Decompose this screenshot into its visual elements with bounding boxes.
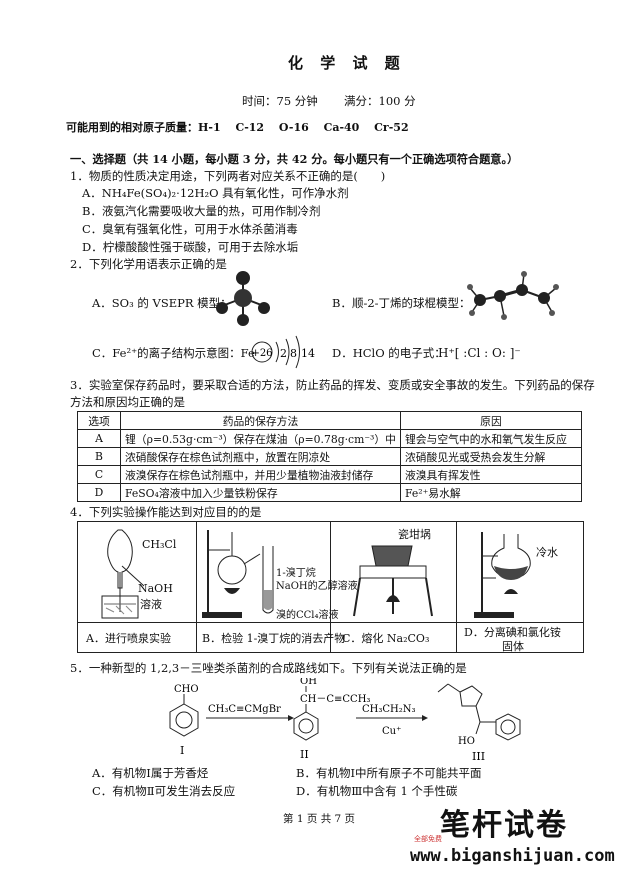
label-cho: CHO [174, 684, 199, 695]
q1-option-c: C．臭氧有强氧化性，可用于水体杀菌消毒 [82, 222, 298, 236]
crucible-tripod-icon [353, 545, 433, 617]
table-header-row: 选项 药品的保存方法 原因 [77, 411, 583, 430]
q4-panel-a [78, 522, 197, 652]
table-cell: D [77, 483, 121, 502]
q2-option-b: B．顺-2-丁烯的球棍模型： [332, 296, 471, 310]
table-row: B 浓硝酸保存在棕色试剂瓶中，放置在阴凉处 浓硝酸见光或受热会发生分解 [77, 447, 583, 466]
table-cell: 浓硝酸见光或受热会发生分解 [399, 447, 583, 466]
fountain-apparatus-icon [101, 529, 145, 619]
label-naoh: NaOH [138, 582, 173, 595]
distillation-apparatus-icon [202, 530, 261, 618]
label-compound-iii: III [472, 750, 485, 763]
label-compound-ii: II [300, 748, 309, 761]
fe-ion-diagram: +26 2 8 14 [251, 335, 315, 369]
q4-figure-grid: CH₃Cl NaOH 溶液 1-溴丁烷 NaOH的乙醇溶液 溴的CCl₄溶液 瓷… [77, 521, 584, 653]
label-compound-i: I [180, 744, 184, 757]
label-solution: 溶液 [140, 598, 162, 611]
q1-option-b: B．液氨汽化需要吸收大量的热，可用作制冷剂 [82, 204, 321, 218]
fe-nucleus-charge: +26 [251, 348, 272, 359]
table-row: C 液溴保存在棕色试剂瓶中，并用少量植物油液封储存 液溴具有挥发性 [77, 465, 583, 484]
q4-caption-d-cont: 固体 [502, 640, 524, 653]
q1-option-a: A．NH₄Fe(SO₄)₂·12H₂O 具有氧化性，可作净水剂 [82, 186, 349, 200]
q5-option-d: D．有机物Ⅲ中含有 1 个手性碳 [296, 784, 458, 798]
q2-stem: 2．下列化学用语表示正确的是 [70, 257, 227, 271]
table-cell: FeSO₄溶液中加入少量铁粉保存 [120, 483, 401, 502]
q2-option-a: A．SO₃ 的 VSEPR 模型： [92, 296, 232, 310]
reagent-ethyl-azide: CH₃CH₂N₃ [362, 704, 416, 715]
test-tube-icon [262, 546, 274, 614]
fe-shell-1: 2 [280, 347, 287, 360]
fe-shell-3: 14 [301, 347, 315, 360]
q4-caption-d: D．分离碘和氯化铵 [464, 626, 561, 639]
table-cell: C [77, 465, 121, 484]
q4-panel-b [196, 522, 331, 652]
q4-caption-a: A．进行喷泉实验 [86, 632, 171, 645]
table-cell: 液溴具有挥发性 [399, 465, 583, 484]
so3-vsepr-model-icon [216, 271, 270, 326]
q2-option-d: D．HClO 的电子式： [332, 346, 446, 360]
table-cell: 液溴保存在棕色试剂瓶中，并用少量植物油液封储存 [120, 465, 401, 484]
q1-option-d: D．柠檬酸酸性强于碳酸，可用于去除水垢 [82, 240, 299, 254]
q5-option-b: B．有机物Ⅰ中所有原子不可能共平面 [296, 766, 482, 780]
q4-caption-b: B．检验 1-溴丁烷的消去产物 [202, 632, 346, 645]
label-crucible: 瓷坩埚 [398, 528, 431, 541]
atomic-masses: 可能用到的相对原子质量：H-1 C-12 O-16 Ca-40 Cr-52 [66, 121, 409, 134]
q4-panel-c [330, 522, 457, 652]
label-cold-water: 冷水 [536, 546, 558, 559]
reagent-cu: Cu⁺ [382, 726, 401, 737]
table-row: A 锂（ρ=0.53g·cm⁻³）保存在煤油（ρ=0.78g·cm⁻³）中 锂会… [77, 429, 583, 448]
watermark-brand: 笔杆试卷 [440, 808, 568, 843]
label-bromobutane: 1-溴丁烷 [276, 568, 316, 579]
q1-stem: 1．物质的性质决定用途，下列两者对应关系不正确的是( ) [70, 169, 386, 183]
watermark-url: www.biganshijuan.com [410, 846, 615, 866]
synthesis-scheme: CHO I CH₃C≡CMgBr OH CH－C≡CCH₃ II CH₃CH₂N… [169, 678, 521, 763]
q5-option-a: A．有机物Ⅰ属于芳香烃 [92, 766, 209, 780]
label-ch3cl: CH₃Cl [142, 538, 177, 551]
table-header-cell: 选项 [77, 411, 121, 430]
exam-time: 时间：75 分钟 [242, 94, 318, 108]
reagent-grignard: CH₃C≡CMgBr [208, 704, 281, 715]
sublimation-apparatus-icon [474, 532, 531, 618]
table-header-cell: 原因 [399, 411, 583, 430]
table-cell: 锂会与空气中的水和氧气发生反应 [399, 429, 583, 448]
label-oh: OH [300, 678, 317, 687]
page-title: 化 学 试 题 [288, 54, 406, 72]
exam-score: 满分：100 分 [344, 94, 416, 108]
table-cell: 锂（ρ=0.53g·cm⁻³）保存在煤油（ρ=0.78g·cm⁻³）中 [120, 429, 401, 448]
watermark-free-label: 全部免费 [414, 835, 442, 843]
table-cell: A [77, 429, 121, 448]
cis-2-butene-model-icon [467, 271, 559, 320]
fe-shell-2: 8 [290, 347, 297, 360]
table-header-cell: 药品的保存方法 [120, 411, 401, 430]
q5-stem: 5．一种新型的 1,2,3－三唑类杀菌剂的合成路线如下。下列有关说法正确的是 [70, 661, 467, 675]
table-cell: Fe²⁺易水解 [399, 483, 583, 502]
q2-option-c: C．Fe²⁺的离子结构示意图：Fe [92, 346, 255, 360]
table-row: D FeSO₄溶液中加入少量铁粉保存 Fe²⁺易水解 [77, 483, 583, 502]
q4-caption-c: C．熔化 Na₂CO₃ [342, 632, 430, 645]
label-side-chain: CH－C≡CCH₃ [300, 694, 370, 705]
label-br2-ccl4: 溴的CCl₄溶液 [276, 610, 339, 621]
label-ho: HO [458, 736, 475, 747]
table-cell: 浓硝酸保存在棕色试剂瓶中，放置在阴凉处 [120, 447, 401, 466]
page-number: 第 1 页 共 7 页 [283, 813, 356, 825]
q5-option-c: C．有机物Ⅱ可发生消去反应 [92, 784, 236, 798]
label-naoh-ethanol: NaOH的乙醇溶液 [276, 581, 358, 592]
q4-stem: 4．下列实验操作能达到对应目的的是 [70, 505, 262, 519]
q3-stem-line1: 3．实验室保存药品时，要采取合适的方法，防止药品的挥发、变质或安全事故的发生。下… [70, 378, 595, 392]
section-heading: 一、选择题（共 14 小题，每小题 3 分，共 42 分。每小题只有一个正确选项… [70, 152, 519, 166]
hclo-electron-formula: H⁺[ :Cl : O: ]⁻ [438, 346, 521, 360]
table-cell: B [77, 447, 121, 466]
q3-stem-line2: 方法和原因均正确的是 [70, 395, 185, 409]
q3-table: 选项 药品的保存方法 原因 A 锂（ρ=0.53g·cm⁻³）保存在煤油（ρ=0… [77, 411, 583, 502]
